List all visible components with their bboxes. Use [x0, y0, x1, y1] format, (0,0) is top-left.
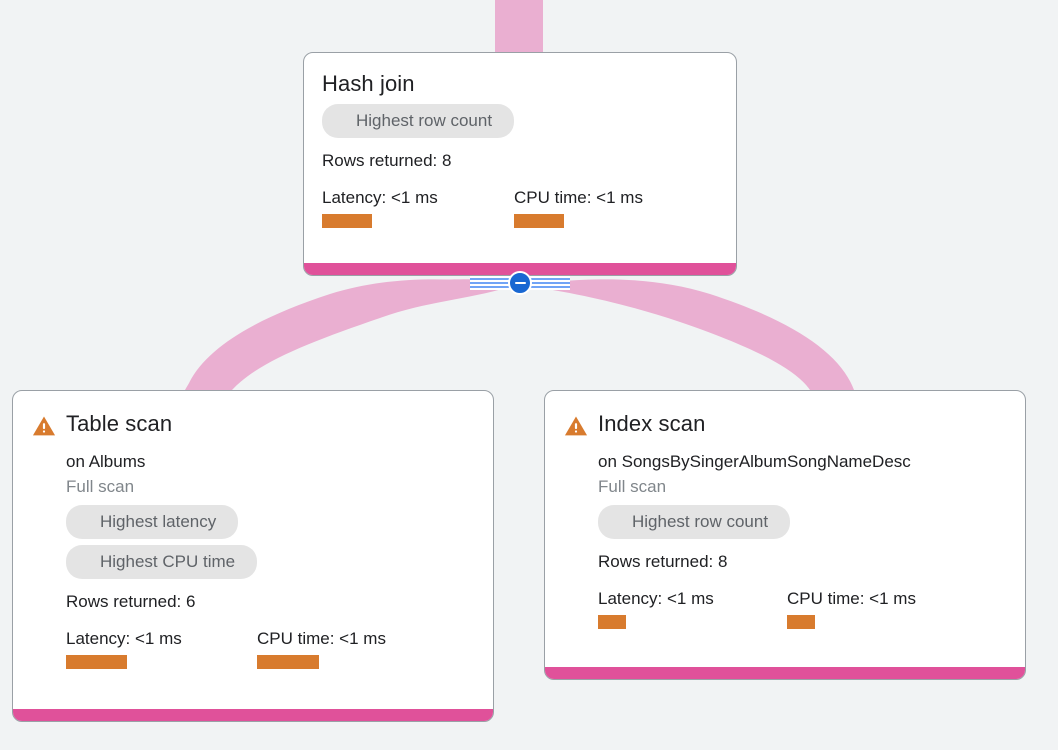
node-header: Hash join — [322, 71, 718, 97]
node-content: Table scan on Albums Full scan Highest l… — [13, 391, 493, 721]
cpu-time-bar — [514, 214, 564, 228]
chip-row: Highest row count — [322, 104, 718, 144]
metrics-row: Latency: <1 ms CPU time: <1 ms — [598, 588, 1007, 629]
chip-row: Highest latency Highest CPU time — [66, 505, 475, 585]
node-content: Hash join Highest row count Rows returne… — [304, 53, 736, 275]
latency-label: Latency: <1 ms — [322, 188, 438, 207]
metric-latency: Latency: <1 ms — [322, 187, 514, 228]
metrics-row: Latency: <1 ms CPU time: <1 ms — [66, 628, 475, 669]
metric-latency: Latency: <1 ms — [66, 628, 257, 669]
node-body: Highest row count Rows returned: 8 Laten… — [322, 104, 718, 228]
node-subtitle: on SongsBySingerAlbumSongNameDesc — [598, 452, 911, 471]
badge-highest-row-count: Highest row count — [322, 104, 515, 138]
edge-incoming-to-hash-join — [495, 0, 543, 54]
plan-node-table-scan[interactable]: Table scan on Albums Full scan Highest l… — [12, 390, 494, 722]
edge-hash-join-to-table-scan-band — [186, 279, 519, 390]
metrics-row: Latency: <1 ms CPU time: <1 ms — [322, 187, 718, 228]
node-header: Index scan — [563, 411, 1007, 439]
rows-returned-text: Rows returned: 6 — [66, 592, 196, 611]
cpu-time-label: CPU time: <1 ms — [787, 589, 916, 608]
cpu-time-bar — [787, 615, 815, 629]
cpu-time-label: CPU time: <1 ms — [514, 188, 643, 207]
latency-bar — [66, 655, 127, 669]
cpu-time-bar — [257, 655, 319, 669]
metric-latency: Latency: <1 ms — [598, 588, 787, 629]
plan-node-hash-join[interactable]: Hash join Highest row count Rows returne… — [303, 52, 737, 276]
node-body: on Albums Full scan Highest latency High… — [66, 450, 475, 669]
node-content: Index scan on SongsBySingerAlbumSongName… — [545, 391, 1025, 679]
node-accent-bar — [13, 709, 493, 721]
node-scan-type: Full scan — [66, 477, 135, 496]
node-title: Table scan — [66, 411, 173, 436]
minus-circle-icon[interactable] — [508, 271, 532, 295]
warning-triangle-icon — [31, 413, 57, 439]
metric-cpu-time: CPU time: <1 ms — [514, 187, 643, 228]
cpu-time-label: CPU time: <1 ms — [257, 629, 386, 648]
plan-node-index-scan[interactable]: Index scan on SongsBySingerAlbumSongName… — [544, 390, 1026, 680]
node-header: Table scan — [31, 411, 475, 439]
edge-hash-join-to-index-scan — [521, 279, 854, 390]
node-title: Index scan — [598, 411, 706, 436]
collapse-subtree-toggle[interactable] — [470, 271, 570, 295]
node-title: Hash join — [322, 71, 415, 96]
edge-hash-join-to-table-scan — [185, 279, 519, 390]
minus-glyph — [514, 281, 526, 285]
chip-row: Highest row count — [598, 505, 1007, 545]
rows-returned-text: Rows returned: 8 — [322, 151, 452, 170]
rows-returned-text: Rows returned: 8 — [598, 552, 728, 571]
badge-highest-row-count: Highest row count — [598, 505, 791, 539]
latency-label: Latency: <1 ms — [66, 629, 182, 648]
node-scan-type: Full scan — [598, 477, 667, 496]
node-accent-bar — [545, 667, 1025, 679]
metric-cpu-time: CPU time: <1 ms — [787, 588, 916, 629]
node-accent-bar — [304, 263, 736, 275]
latency-label: Latency: <1 ms — [598, 589, 714, 608]
badge-highest-latency: Highest latency — [66, 505, 239, 539]
metric-cpu-time: CPU time: <1 ms — [257, 628, 386, 669]
node-body: on SongsBySingerAlbumSongNameDesc Full s… — [598, 450, 1007, 629]
badge-highest-cpu-time: Highest CPU time — [66, 545, 258, 579]
warning-triangle-icon — [563, 413, 589, 439]
node-subtitle: on Albums — [66, 452, 146, 471]
latency-bar — [322, 214, 372, 228]
latency-bar — [598, 615, 626, 629]
